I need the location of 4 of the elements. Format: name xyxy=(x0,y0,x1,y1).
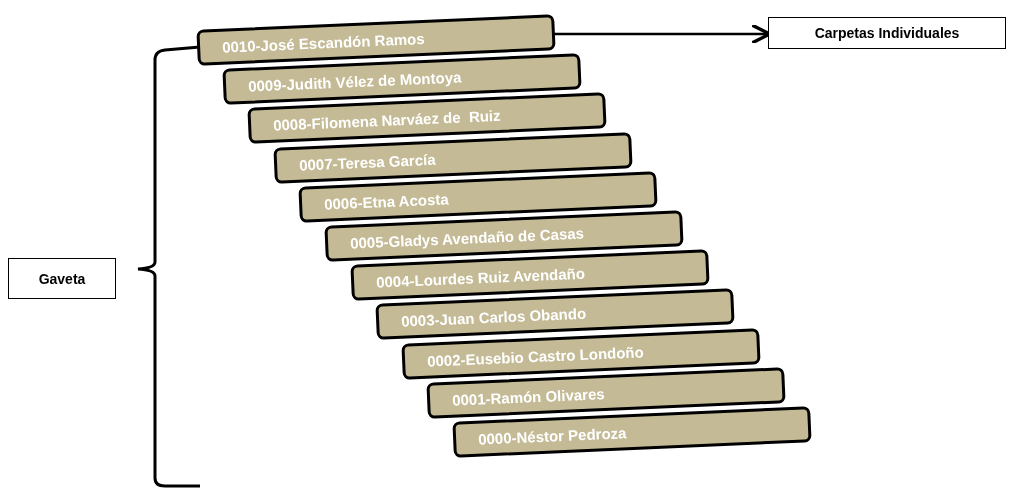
folder-tab: 0000-Néstor Pedroza xyxy=(452,406,812,458)
label-box: Gaveta xyxy=(8,258,116,299)
label-box: Carpetas Individuales xyxy=(768,17,1006,49)
folder-tab: 0010-José Escandón Ramos xyxy=(196,14,556,66)
